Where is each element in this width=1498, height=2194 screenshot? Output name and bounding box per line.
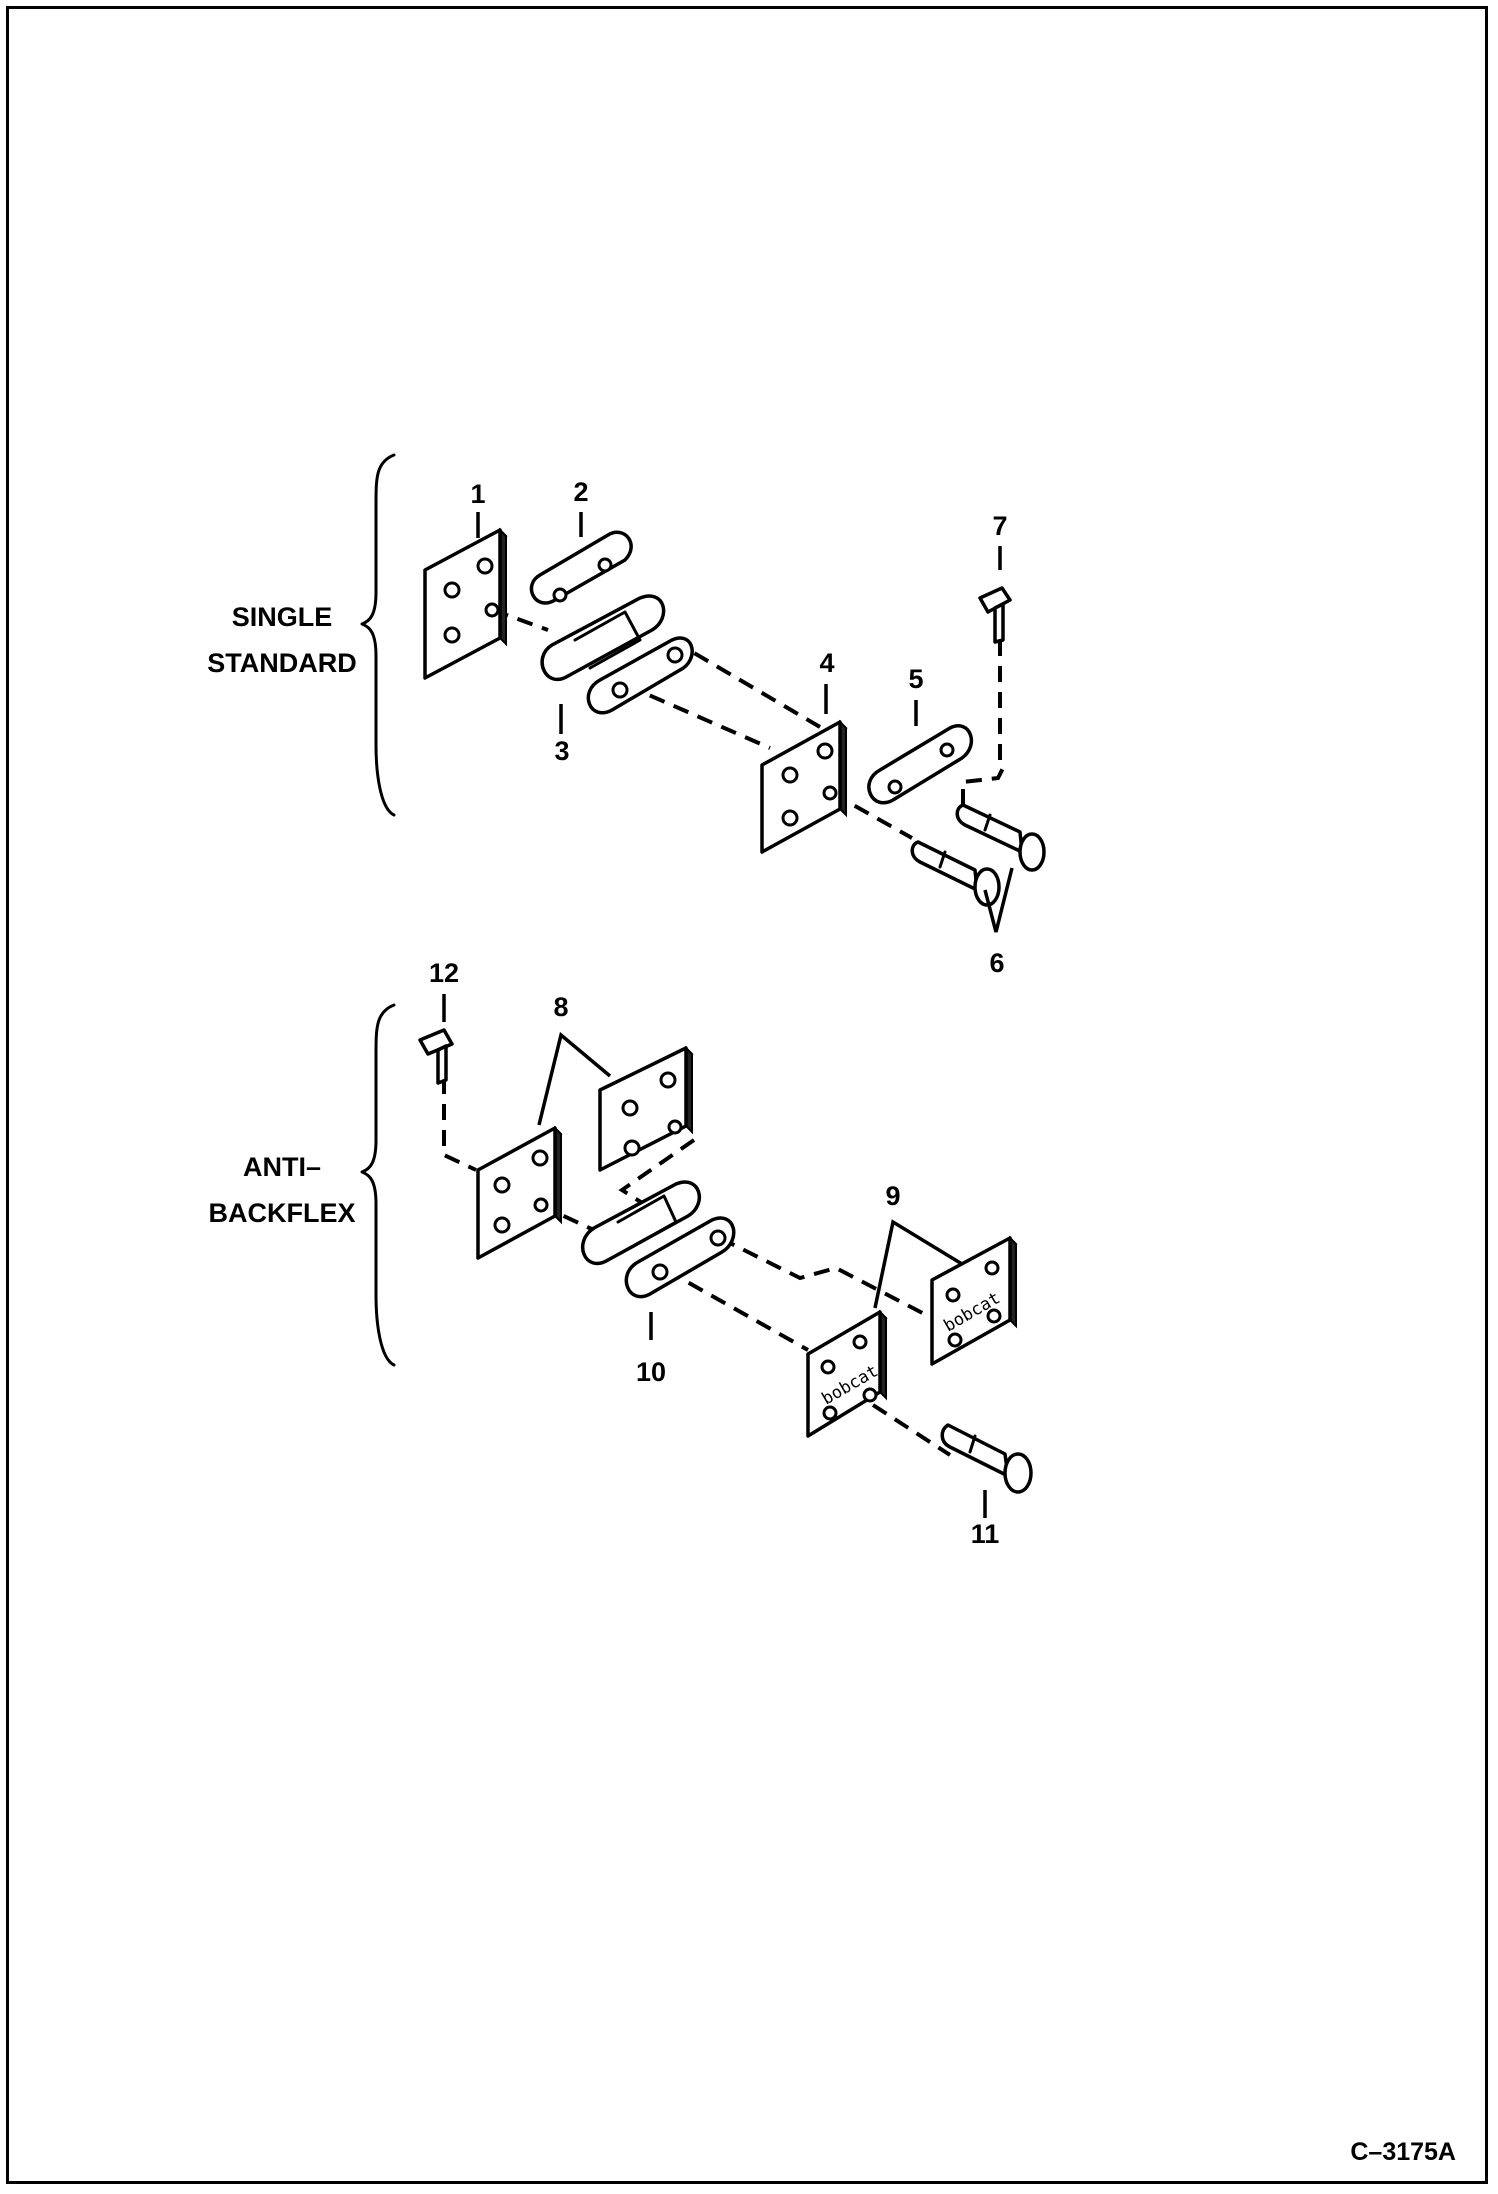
callout-3: 3 <box>554 736 569 766</box>
part-8-plate-left <box>476 1125 563 1260</box>
connection-path <box>670 638 822 729</box>
part-6-pin-lower <box>910 840 1001 907</box>
part-9-plate-upper: bobcat <box>930 1235 1018 1366</box>
callout-4: 4 <box>819 648 834 678</box>
anti-backflex-brace <box>360 1003 396 1367</box>
part-10-roller-link <box>581 1180 736 1299</box>
drawing-frame <box>6 6 1488 2184</box>
part-6-pin-upper <box>955 803 1046 872</box>
part-4-plate <box>760 719 848 854</box>
callout-6: 6 <box>989 948 1004 978</box>
callout-7: 7 <box>992 511 1007 541</box>
single-standard-label-line1: SINGLE <box>232 602 333 632</box>
connection-path <box>961 640 1006 805</box>
connection-path <box>665 1268 809 1352</box>
part-3-roller-link <box>540 594 694 715</box>
anti-backflex-label-line2: BACKFLEX <box>209 1198 356 1228</box>
single-standard-brace <box>360 453 396 817</box>
part-1-side-plate <box>423 527 508 680</box>
callout-5: 5 <box>908 664 923 694</box>
connection-path <box>442 1078 477 1172</box>
callout-10: 10 <box>636 1357 666 1387</box>
part-12-cotter-key <box>418 1028 454 1085</box>
connection-path <box>719 1236 933 1320</box>
single-standard-group: SINGLE STANDARD <box>207 453 1046 907</box>
part-9-plate-lower: bobcat <box>806 1309 888 1438</box>
callout-2: 2 <box>573 477 588 507</box>
connection-path <box>625 683 771 750</box>
connection-path <box>871 1403 952 1457</box>
part-2-side-bar <box>529 530 633 605</box>
leader-line <box>537 1031 612 1126</box>
callouts: 1 2 3 4 5 6 7 8 9 10 11 12 <box>429 477 1014 1549</box>
drawing-reference-number: C–3175A <box>1350 2138 1456 2166</box>
part-5-side-bar <box>867 724 974 805</box>
callout-9: 9 <box>885 1181 900 1211</box>
callout-8: 8 <box>553 992 568 1022</box>
callout-11: 11 <box>971 1519 1000 1549</box>
part-7-cotter-key <box>978 586 1012 644</box>
leader-line <box>983 867 1014 933</box>
single-standard-label-line2: STANDARD <box>207 648 357 678</box>
anti-backflex-label-line1: ANTI– <box>243 1152 321 1182</box>
leader-line <box>873 1219 963 1309</box>
callout-12: 12 <box>429 958 459 988</box>
part-8-plate-right <box>598 1045 694 1172</box>
part-11-pin <box>940 1423 1033 1494</box>
callout-1: 1 <box>470 479 485 509</box>
anti-backflex-group: ANTI– BACKFLEX <box>209 1003 1033 1494</box>
